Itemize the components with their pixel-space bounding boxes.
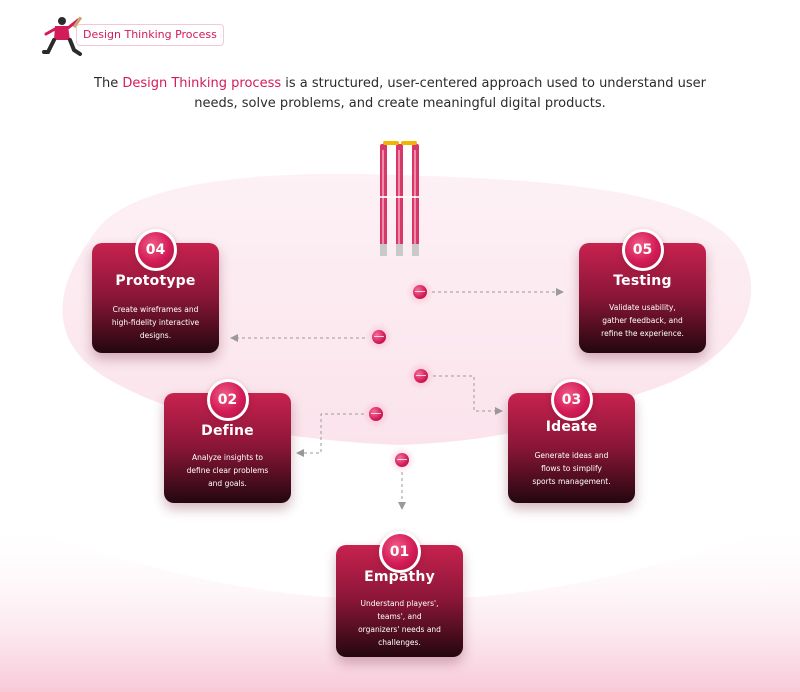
step-desc-line: gather feedback, and bbox=[602, 316, 683, 325]
step-number-badge: 03 bbox=[550, 379, 593, 421]
step-title: Empathy bbox=[364, 569, 435, 585]
step-number-badge: 02 bbox=[206, 379, 249, 421]
step-desc-line: Understand players', bbox=[360, 599, 439, 608]
brand-header: Design Thinking Process bbox=[40, 14, 224, 62]
step-description: Analyze insights to define clear problem… bbox=[174, 451, 281, 490]
step-desc-line: define clear problems bbox=[186, 466, 269, 475]
step-card-prototype: 04 Prototype Create wireframes and high-… bbox=[92, 229, 219, 353]
cricket-ball-icon bbox=[388, 446, 416, 474]
connector-to-define bbox=[296, 413, 364, 457]
cricket-player-icon bbox=[42, 16, 83, 56]
step-card-testing: 05 Testing Validate usability, gather fe… bbox=[579, 229, 706, 353]
step-title: Testing bbox=[613, 273, 672, 289]
step-number-badge: 01 bbox=[378, 531, 421, 573]
step-desc-line: high-fidelity interactive bbox=[111, 318, 200, 327]
cricket-ball-icon bbox=[406, 278, 434, 306]
step-card-define: 02 Define Analyze insights to define cle… bbox=[164, 379, 291, 503]
step-desc-line: teams', and bbox=[377, 612, 422, 621]
connector-to-ideate bbox=[433, 375, 503, 415]
step-number: 03 bbox=[561, 392, 582, 408]
intro-prefix: The bbox=[94, 76, 123, 91]
brand-label: Design Thinking Process bbox=[76, 24, 224, 46]
cricket-ball-icon bbox=[365, 323, 393, 351]
step-number: 01 bbox=[389, 544, 410, 560]
step-desc-line: refine the experience. bbox=[601, 329, 684, 338]
cricket-ball-icon bbox=[407, 362, 435, 390]
step-number-badge: 05 bbox=[621, 229, 664, 271]
step-desc-line: sports management. bbox=[532, 477, 611, 486]
step-description: Understand players', teams', and organiz… bbox=[346, 597, 453, 649]
step-description: Generate ideas and flows to simplify spo… bbox=[518, 449, 625, 488]
step-desc-line: Generate ideas and bbox=[534, 451, 609, 460]
background-blob bbox=[62, 173, 752, 445]
step-desc-line: designs. bbox=[139, 331, 172, 340]
intro-highlight: Design Thinking process bbox=[122, 76, 282, 91]
step-desc-line: and goals. bbox=[208, 479, 247, 488]
step-desc-line: Analyze insights to bbox=[191, 453, 264, 462]
step-description: Validate usability, gather feedback, and… bbox=[589, 301, 696, 340]
step-title: Define bbox=[201, 423, 254, 439]
step-title: Ideate bbox=[545, 419, 598, 435]
step-number: 05 bbox=[632, 242, 653, 258]
step-card-ideate: 03 Ideate Generate ideas and flows to si… bbox=[508, 379, 635, 503]
step-desc-line: flows to simplify bbox=[541, 464, 602, 473]
intro-line1: is a structured, user-centered approach … bbox=[281, 76, 706, 91]
cricket-stumps-icon bbox=[380, 141, 419, 256]
step-desc-line: Create wireframes and bbox=[112, 305, 199, 314]
step-desc-line: Validate usability, bbox=[609, 303, 676, 312]
step-title: Prototype bbox=[115, 273, 196, 289]
step-desc-line: challenges. bbox=[378, 638, 421, 647]
step-description: Create wireframes and high-fidelity inte… bbox=[102, 303, 209, 342]
cricket-ball-icon bbox=[362, 400, 390, 428]
step-number: 02 bbox=[217, 392, 238, 408]
intro-paragraph: The Design Thinking process is a structu… bbox=[90, 74, 710, 114]
step-number-badge: 04 bbox=[134, 229, 177, 271]
step-card-empathy: 01 Empathy Understand players', teams', … bbox=[336, 531, 463, 657]
step-number: 04 bbox=[145, 242, 166, 258]
intro-line2: needs, solve problems, and create meanin… bbox=[194, 96, 606, 111]
step-desc-line: organizers' needs and bbox=[358, 625, 441, 634]
